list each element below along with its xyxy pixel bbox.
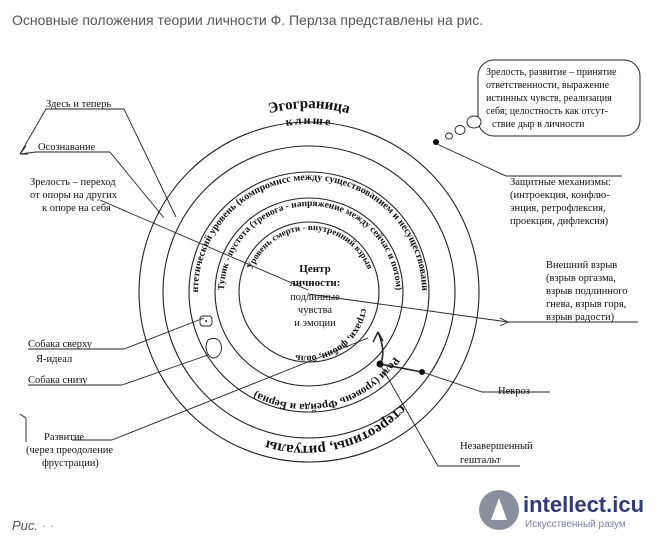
topdog-figure-dot <box>205 320 207 322</box>
explosion-line-3: взрыв подлинного <box>546 286 628 297</box>
watermark-brand: intellect.icu <box>523 492 645 517</box>
label-development-1: Развитие <box>44 432 84 443</box>
label-neurosis: Невроз <box>498 386 530 397</box>
neurosis-dot-2 <box>419 369 425 375</box>
center-line-2: личности: <box>290 277 341 289</box>
underdog-figure <box>205 337 223 359</box>
label-awareness: Осознавание <box>38 142 96 153</box>
caption-text: Рис. <box>12 518 39 533</box>
center-line-3: подлинные <box>290 292 340 303</box>
defense-line-3: энция, ретрофлексия, <box>510 203 606 214</box>
label-maturity-3: к опоре на себя <box>42 203 111 214</box>
line-here-now <box>19 108 124 155</box>
explosion-line-1: Внешний взрыв <box>546 260 617 271</box>
concentric-rings <box>138 121 480 463</box>
bubble-line-1: Зрелость, развитие – принятие <box>486 67 617 78</box>
bubble-line-2: ответственности, выражение <box>486 80 610 91</box>
line-here-now-to-ring <box>123 108 177 218</box>
watermark-sub: Искусственный разум <box>525 519 626 530</box>
label-maturity-1: Зрелость – переход <box>30 177 116 188</box>
label-here-now: Здесь и теперь <box>46 99 111 110</box>
line-development-to-center <box>111 337 369 441</box>
ring-death <box>238 221 380 363</box>
neurosis-arrowhead <box>372 331 384 343</box>
label-topdog-1: Собака сверху <box>28 339 93 350</box>
diagram-svg: Эгограница клише Синтетический уровень (… <box>12 42 641 469</box>
ring-ego-boundary <box>138 121 480 463</box>
neurosis-link <box>379 363 423 373</box>
ring-impasse <box>214 197 404 387</box>
bubble-tail-1 <box>466 115 482 129</box>
watermark[interactable]: intellect.icu Искусственный разум <box>475 488 657 538</box>
line-awareness-to-ring <box>109 151 165 219</box>
bubble-line-5: ствие дыр в личности <box>492 119 585 130</box>
ring-text-cliche: клише <box>285 113 334 129</box>
defense-line-1: Защитные механизмы: <box>510 177 611 188</box>
bubble-tail <box>445 115 482 140</box>
center-line-1: Центр <box>299 263 330 275</box>
label-underdog: Собака снизу <box>28 375 88 386</box>
bubble-anchor-dot <box>433 139 439 145</box>
explosion-line-2: (взрыв оргазма, <box>546 273 616 284</box>
line-neurosis <box>421 371 550 393</box>
label-development-2: (через преодоление <box>26 445 113 456</box>
bubble-tail-2 <box>454 125 466 135</box>
figure-caption: Рис.· · <box>12 518 54 533</box>
ring-cliche <box>162 145 456 439</box>
watermark-logo-icon <box>479 490 519 530</box>
page-heading: Основные положения теории личности Ф. Пе… <box>12 12 484 28</box>
caption-dots: · · <box>42 518 55 533</box>
line-defense <box>436 143 622 177</box>
bubble-tail-3 <box>445 132 453 140</box>
bubble-line-3: истинных чувств, реализация <box>486 93 612 104</box>
left-connectors <box>19 108 369 442</box>
label-development-3: фрустрации) <box>42 458 99 469</box>
bubble-line-4: себя; целостность как отсут- <box>486 106 608 117</box>
defense-line-2: (интроекция, конфлю- <box>510 190 610 201</box>
line-development-left <box>19 413 27 442</box>
ring-text-fears: страхи, фобии, боль <box>294 308 370 364</box>
arrowhead-awareness <box>19 145 28 155</box>
topdog-figure <box>199 315 213 327</box>
center-line-4: чувства <box>298 305 332 316</box>
line-maturity-to-center <box>99 199 309 291</box>
line-gestalt <box>379 363 520 467</box>
arrowhead-explosion <box>499 317 509 327</box>
ring-text-ego-boundary: Эгограница <box>267 96 352 117</box>
line-underdog-to-figure <box>121 354 209 386</box>
gestalt-line-1: Незавершенный <box>460 441 533 452</box>
ring-synthetic <box>188 171 430 413</box>
explosion-line-5: взрыв радости) <box>546 312 615 323</box>
label-topdog-2: Я-идеал <box>36 354 72 365</box>
maturity-bubble <box>477 59 641 137</box>
gestalt-line-2: гештальт <box>460 455 501 466</box>
line-explosion <box>307 293 638 327</box>
perls-diagram: Эгограница клише Синтетический уровень (… <box>12 42 646 500</box>
defense-line-4: проекция, дифлексия) <box>510 216 609 227</box>
center-line-5: и эмоции <box>294 318 336 329</box>
line-topdog-to-figure <box>123 317 205 350</box>
label-maturity-2: от опоры на других <box>30 190 118 201</box>
line-awareness <box>19 151 110 155</box>
explosion-line-4: гнева, взрыв горя, <box>546 299 626 310</box>
